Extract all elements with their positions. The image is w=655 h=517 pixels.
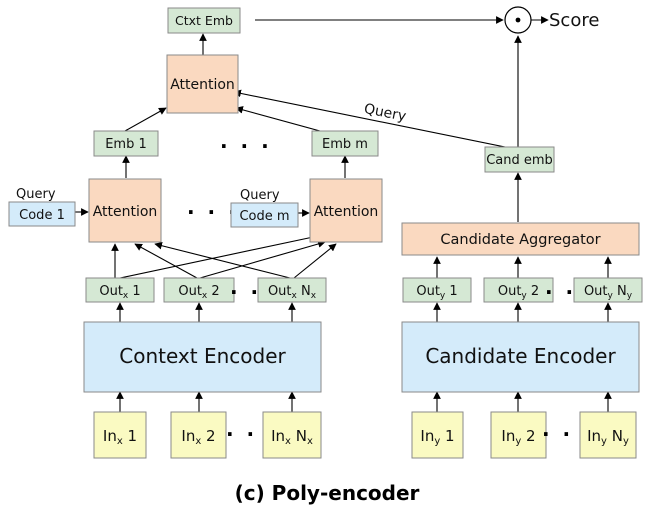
out-x-1-node: Outx 1 bbox=[85, 277, 155, 303]
out-x-n-node: Outx Nx bbox=[257, 277, 327, 303]
edge-emb1-to-attention bbox=[124, 107, 167, 132]
in-x-2-node: Inx 2 bbox=[170, 411, 227, 459]
cand-emb-node: Cand emb bbox=[484, 146, 555, 173]
emb-1-label: Emb 1 bbox=[105, 137, 147, 152]
in-x-2-label: Inx 2 bbox=[181, 427, 215, 447]
in-x-n-node: Inx Nx bbox=[262, 411, 322, 459]
attention-1-node: Attention bbox=[88, 178, 162, 243]
edge-outx2-to-attm bbox=[199, 240, 326, 279]
context-encoder-label: Context Encoder bbox=[119, 344, 286, 368]
out-x-row: Outx 1 Outx 2 · · · Outx Nx bbox=[85, 277, 327, 304]
emb-ellipsis: · · · bbox=[220, 134, 272, 158]
out-y-n-node: Outy Ny bbox=[573, 277, 643, 303]
code-1-label: Code 1 bbox=[19, 208, 65, 223]
attention-ellipsis: · · · bbox=[187, 200, 239, 224]
attention-m-label: Attention bbox=[314, 204, 379, 220]
emb-m-node: Emb m bbox=[311, 130, 379, 157]
candidate-encoder-label: Candidate Encoder bbox=[425, 344, 616, 368]
out-x-2-node: Outx 2 bbox=[163, 277, 235, 303]
in-y-1-node: Iny 1 bbox=[411, 411, 464, 459]
in-x-1-label: Inx 1 bbox=[103, 427, 137, 447]
out-x-1-label: Outx 1 bbox=[99, 284, 140, 301]
out-y-2-label: Outy 2 bbox=[498, 284, 539, 301]
out-y-1-label: Outy 1 bbox=[416, 284, 457, 301]
in-y-2-node: Iny 2 bbox=[490, 411, 547, 459]
top-attention-node: Attention bbox=[166, 54, 239, 114]
edge-outx1-to-attm bbox=[119, 233, 319, 279]
out-y-1-node: Outy 1 bbox=[402, 277, 472, 303]
in-x-n-label: Inx Nx bbox=[271, 427, 313, 447]
edge-outxn-to-attm bbox=[293, 243, 337, 279]
cand-emb-label: Cand emb bbox=[486, 153, 553, 168]
context-encoder-node: Context Encoder bbox=[83, 321, 322, 393]
edge-query-to-attention bbox=[233, 89, 516, 150]
code-m-node: Code m bbox=[230, 202, 299, 228]
in-x-row: Inx 1 Inx 2 · · · Inx Nx bbox=[93, 411, 322, 459]
query-top-label: Query bbox=[363, 101, 408, 125]
out-y-2-node: Outy 2 bbox=[483, 277, 554, 303]
query-label-1: Query bbox=[16, 187, 56, 202]
code-m-label: Code m bbox=[239, 209, 289, 224]
edges bbox=[75, 16, 612, 412]
out-y-n-label: Outy Ny bbox=[584, 284, 633, 301]
edge-outx2-to-att1 bbox=[134, 243, 198, 279]
attention-1-label: Attention bbox=[93, 204, 158, 220]
candidate-aggregator-node: Candidate Aggregator bbox=[401, 222, 640, 256]
ctxt-emb-node: Ctxt Emb bbox=[167, 7, 241, 34]
in-y-n-label: Iny Ny bbox=[587, 427, 629, 447]
code-1-node: Code 1 bbox=[8, 201, 76, 227]
query-label-m: Query bbox=[240, 188, 280, 203]
attention-m-node: Attention bbox=[309, 178, 383, 243]
emb-m-label: Emb m bbox=[322, 137, 368, 152]
in-y-n-node: Iny Ny bbox=[579, 411, 637, 459]
candidate-encoder-node: Candidate Encoder bbox=[401, 321, 640, 393]
ctxt-emb-label: Ctxt Emb bbox=[175, 13, 233, 28]
dot-product-node bbox=[504, 6, 532, 34]
figure-caption: (c) Poly-encoder bbox=[235, 481, 420, 505]
out-x-n-label: Outx Nx bbox=[268, 284, 317, 301]
out-x-2-label: Outx 2 bbox=[178, 284, 219, 301]
emb-1-node: Emb 1 bbox=[93, 130, 159, 157]
in-y-1-label: Iny 1 bbox=[420, 427, 454, 447]
dot-product-icon bbox=[515, 17, 521, 23]
in-x-1-node: Inx 1 bbox=[93, 411, 147, 459]
edge-outxn-to-att1 bbox=[154, 241, 291, 279]
in-y-2-label: Iny 2 bbox=[501, 427, 535, 447]
score-label: Score bbox=[549, 10, 599, 31]
out-y-row: Outy 1 Outy 2 · · · Outy Ny bbox=[402, 277, 643, 304]
edge-embm-to-attention bbox=[235, 106, 321, 132]
top-attention-label: Attention bbox=[170, 77, 235, 93]
candidate-aggregator-label: Candidate Aggregator bbox=[440, 232, 600, 248]
in-y-row: Iny 1 Iny 2 · · · Iny Ny bbox=[411, 411, 637, 459]
